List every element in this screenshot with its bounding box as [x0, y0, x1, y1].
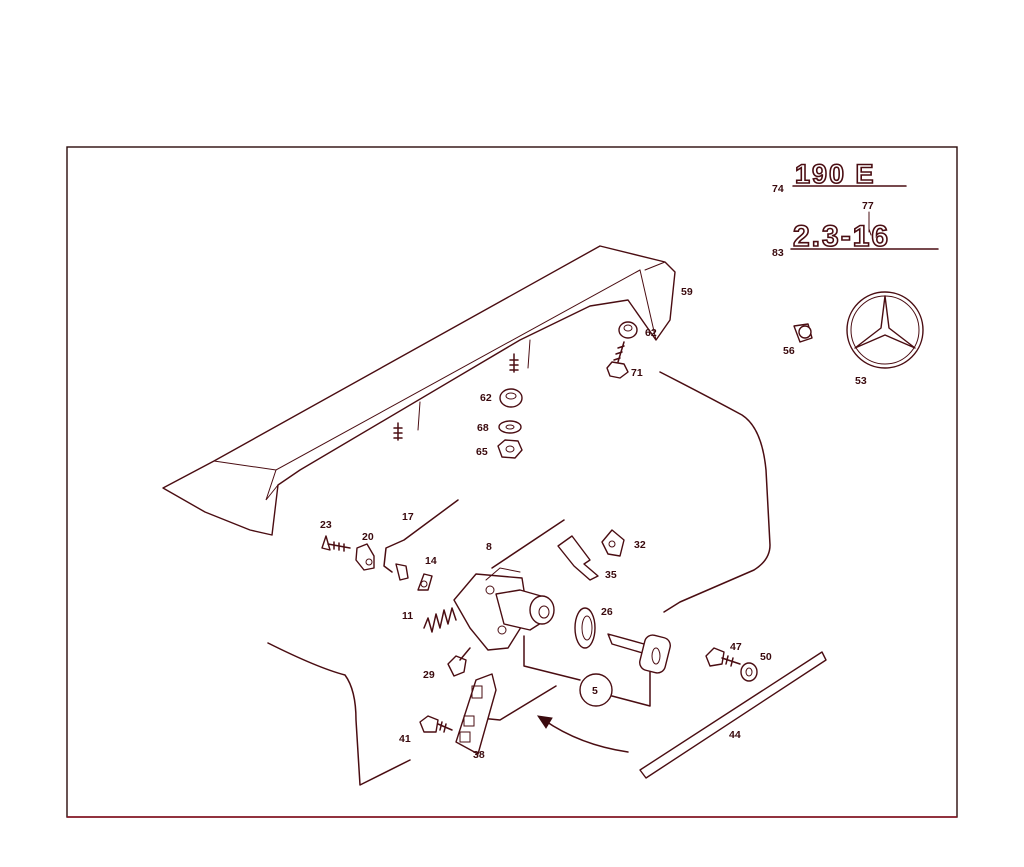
svg-text:190 E: 190 E: [795, 159, 876, 189]
callout-53: 53: [855, 375, 867, 387]
callout-59: 59: [681, 286, 693, 298]
screw-23: [321, 535, 351, 552]
bracket-35: [557, 535, 599, 581]
grommet-56: [793, 323, 813, 343]
star-emblem: [846, 291, 924, 369]
bolt-47: [705, 647, 741, 667]
nut-65: [497, 439, 523, 459]
badge-2-3-16: 2.3-16: [790, 219, 939, 254]
callout-68: 68: [477, 422, 489, 434]
clip-14: [417, 573, 433, 591]
callout-62-top: 62: [645, 327, 657, 339]
callout-71: 71: [631, 367, 643, 379]
group-circle: [579, 673, 613, 707]
nut-62-mid: [499, 388, 523, 408]
callout-62-mid: 62: [480, 392, 492, 404]
seal-44: [639, 651, 827, 779]
svg-text:2.3-16: 2.3-16: [793, 220, 890, 253]
callout-77: 77: [862, 200, 874, 212]
rear-spoiler: [162, 245, 676, 536]
callout-41: 41: [399, 733, 411, 745]
key: [607, 633, 671, 674]
rod-17: [383, 499, 459, 581]
direction-arrow: [543, 719, 629, 753]
clip-20: [355, 543, 375, 571]
callout-38: 38: [473, 749, 485, 761]
badge-190e: 190 E: [792, 158, 907, 190]
nut-50: [740, 662, 758, 682]
nut-62-top: [618, 321, 638, 339]
leader-lines: [868, 228, 872, 236]
callout-35: 35: [605, 569, 617, 581]
callout-44: 44: [729, 729, 741, 741]
spring-11: [423, 607, 457, 633]
bolt-71: [606, 341, 629, 379]
callout-65: 65: [476, 446, 488, 458]
bolt-29: [447, 647, 471, 677]
callout-83: 83: [772, 247, 784, 259]
callout-74: 74: [772, 183, 784, 195]
callout-5: 5: [592, 685, 598, 697]
callout-26: 26: [601, 606, 613, 618]
callout-11: 11: [402, 610, 413, 622]
callout-56: 56: [783, 345, 795, 357]
callout-14: 14: [425, 555, 437, 567]
washer-68: [498, 420, 522, 434]
callout-20: 20: [362, 531, 374, 543]
striker-38: [455, 673, 497, 755]
ring-26: [574, 607, 596, 649]
callout-8: 8: [486, 541, 492, 553]
callout-32: 32: [634, 539, 646, 551]
bolt-41: [419, 715, 453, 733]
callout-50: 50: [760, 651, 772, 663]
callout-23: 23: [320, 519, 332, 531]
group-bracket: [523, 635, 651, 707]
callout-47: 47: [730, 641, 742, 653]
clip-32: [601, 529, 625, 557]
callout-17: 17: [402, 511, 414, 523]
callout-29: 29: [423, 669, 435, 681]
lock-assembly: [453, 519, 565, 651]
